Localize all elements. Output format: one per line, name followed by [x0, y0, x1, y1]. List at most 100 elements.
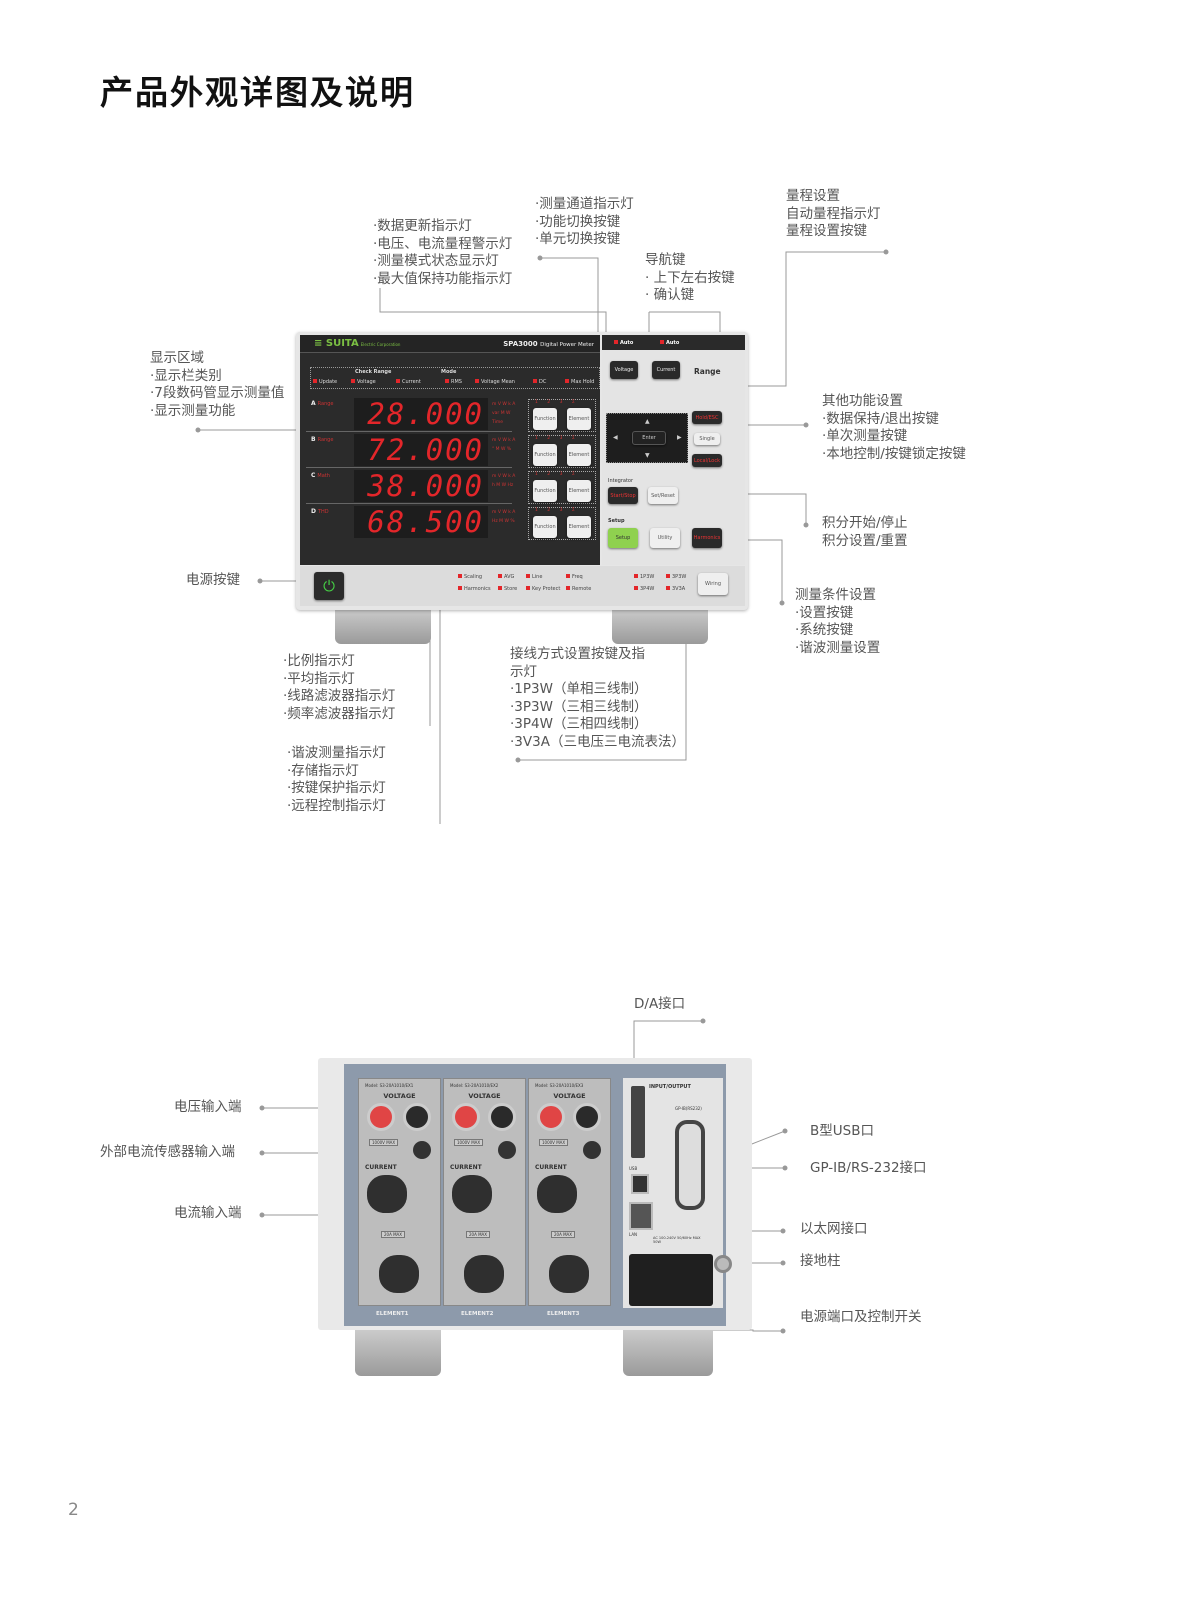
utility-button[interactable]: Utility	[650, 528, 680, 548]
current-terminal[interactable]	[537, 1175, 577, 1213]
voltage-range-button[interactable]: Voltage	[610, 361, 638, 379]
callout-da: D/A接口	[634, 996, 686, 1012]
wiring-button[interactable]: Wiring	[698, 573, 728, 595]
freq-indicator: Freq	[566, 574, 583, 580]
lan-port[interactable]	[629, 1202, 653, 1230]
current-terminal[interactable]	[464, 1255, 504, 1293]
setup-group-label: Setup	[608, 518, 625, 524]
function-button-a[interactable]: Function	[533, 408, 557, 430]
auto-voltage-indicator: Auto	[614, 340, 633, 346]
usb-b-port[interactable]	[631, 1174, 649, 1194]
current-terminal[interactable]	[452, 1175, 492, 1213]
callout-wiring: 接线方式设置按键及指示灯·1P3W（单相三线制）·3P3W（三相三线制）·3P4…	[510, 646, 685, 750]
line-indicator: Line	[526, 574, 542, 580]
left-arrow-icon[interactable]: ◀	[613, 434, 618, 441]
gpib-connector[interactable]	[675, 1120, 705, 1210]
wiring-indicator: 1P3W	[634, 574, 654, 580]
function-button-b[interactable]: Function	[533, 444, 557, 466]
store-indicator: Store	[498, 586, 517, 592]
voltage-terminal-red[interactable]	[367, 1103, 395, 1131]
avg-indicator: AVG	[498, 574, 514, 580]
element-button-d[interactable]: Element	[567, 516, 591, 538]
page-title: 产品外观详图及说明	[100, 73, 415, 112]
element-label: ELEMENT3	[547, 1311, 580, 1317]
voltage-terminal-black[interactable]	[403, 1103, 431, 1131]
callout-display: 显示区域·显示栏类别·7段数码管显示测量值·显示测量功能	[150, 350, 285, 419]
model-label: SPA3000 Digital Power Meter	[503, 340, 594, 348]
device-foot	[612, 606, 708, 644]
callout-misc: ·谐波测量指示灯·存储指示灯·按键保护指示灯·远程控制指示灯	[287, 745, 386, 814]
callout-power-port: 电源端口及控制开关	[800, 1309, 922, 1325]
hold-esc-button[interactable]: Hold/ESC	[692, 411, 722, 424]
callout-lan: 以太网接口	[800, 1221, 868, 1237]
element-label: ELEMENT1	[376, 1311, 409, 1317]
harmonics-button[interactable]: Harmonics	[692, 528, 722, 548]
callout-filters: ·比例指示灯·平均指示灯·线路滤波器指示灯·频率滤波器指示灯	[283, 653, 396, 722]
voltage-terminal-red[interactable]	[452, 1103, 480, 1131]
wiring-indicator: 3V3A	[666, 586, 685, 592]
ext-sensor-connector[interactable]	[583, 1141, 601, 1159]
harmonics-indicator: Harmonics	[458, 586, 491, 592]
integrator-label: Integrator	[608, 478, 634, 484]
da-connector[interactable]	[631, 1086, 645, 1158]
voltage-terminal-red[interactable]	[537, 1103, 565, 1131]
key-protect-indicator: Key Protect	[526, 586, 560, 592]
ext-sensor-connector[interactable]	[498, 1141, 516, 1159]
element-button-c[interactable]: Element	[567, 480, 591, 502]
voltage-terminal-black[interactable]	[573, 1103, 601, 1131]
enter-button[interactable]: Enter	[632, 431, 666, 445]
right-arrow-icon[interactable]: ▶	[677, 434, 682, 441]
power-button[interactable]: ⏻	[314, 572, 344, 600]
down-arrow-icon[interactable]: ▼	[645, 452, 650, 459]
bottom-strip: ⏻ Scaling AVG Line Freq Harmonics Store …	[300, 566, 745, 606]
callout-voltage-input: 电压输入端	[174, 1099, 242, 1115]
single-button[interactable]: Single	[694, 433, 720, 445]
callout-range: 量程设置自动量程指示灯量程设置按键	[786, 188, 881, 239]
element-button-b[interactable]: Element	[567, 444, 591, 466]
callout-ground: 接地柱	[800, 1253, 841, 1269]
control-panel: Auto Auto Voltage Current Range ▲ ◀ ▶ ▼ E…	[602, 335, 745, 565]
auto-current-indicator: Auto	[660, 340, 679, 346]
device-foot	[355, 1326, 441, 1376]
setup-button[interactable]: Setup	[608, 528, 638, 548]
current-terminal[interactable]	[367, 1175, 407, 1213]
wiring-indicator: 3P4W	[634, 586, 654, 592]
range-label: Range	[694, 367, 721, 376]
callout-usb: B型USB口	[810, 1123, 874, 1139]
navigation-pad[interactable]: ▲ ◀ ▶ ▼ Enter	[606, 413, 688, 463]
function-button-c[interactable]: Function	[533, 480, 557, 502]
local-lock-button[interactable]: Local/Lock	[692, 454, 722, 467]
current-terminal[interactable]	[549, 1255, 589, 1293]
power-icon: ⏻	[323, 577, 335, 595]
set-reset-button[interactable]: Set/Reset	[648, 487, 678, 504]
callout-gpib: GP-IB/RS-232接口	[810, 1160, 927, 1176]
current-range-button[interactable]: Current	[652, 361, 680, 379]
start-stop-button[interactable]: Start/Stop	[608, 487, 638, 504]
callout-indicators: ·数据更新指示灯·电压、电流量程警示灯·测量模式状态显示灯·最大值保持功能指示灯	[373, 218, 513, 287]
io-section: INPUT/OUTPUT GP-IB(RS232) USB LAN AC 100…	[623, 1078, 723, 1308]
power-inlet-and-switch[interactable]	[629, 1254, 713, 1306]
up-arrow-icon[interactable]: ▲	[645, 418, 650, 425]
ground-terminal[interactable]	[714, 1255, 732, 1273]
voltage-terminal-black[interactable]	[488, 1103, 516, 1131]
element-label: ELEMENT2	[461, 1311, 494, 1317]
callout-channel: ·测量通道指示灯·功能切换按键·单元切换按键	[535, 196, 634, 247]
scaling-indicator: Scaling	[458, 574, 482, 580]
remote-indicator: Remote	[566, 586, 591, 592]
function-button-d[interactable]: Function	[533, 516, 557, 538]
element-button-a[interactable]: Element	[567, 408, 591, 430]
page-number: 2	[68, 1500, 79, 1520]
device-foot	[335, 606, 431, 644]
status-indicator-bar: Check Range Mode Update Voltage Current …	[310, 367, 600, 389]
ext-sensor-connector[interactable]	[413, 1141, 431, 1159]
current-terminal[interactable]	[379, 1255, 419, 1293]
